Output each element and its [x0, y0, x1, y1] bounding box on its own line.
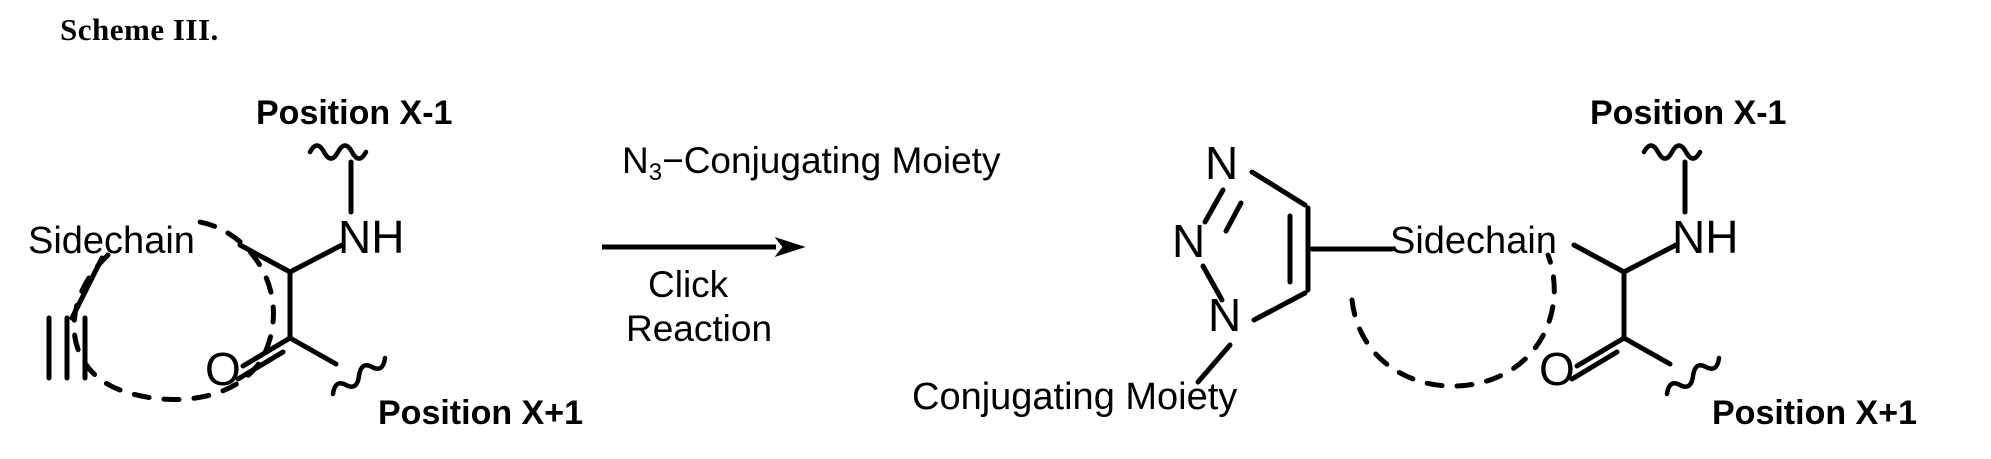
triazole-bond-nleft-ntop-a	[1202, 187, 1226, 225]
condition-line-2: Reaction	[626, 308, 773, 349]
reagent-label: N3−Conjugating Moiety	[622, 140, 1001, 185]
alkyne-stem-bond	[69, 255, 105, 321]
reactant-position-lower-label: Position X+1	[378, 394, 583, 432]
sidechain-to-alpha-bond	[237, 242, 293, 275]
alpha-to-nh-bond	[287, 242, 345, 275]
condition-line-1: Click	[648, 264, 729, 305]
reaction-arrow-group: N3−Conjugating Moiety Click Reaction	[580, 120, 1000, 350]
arrow-head	[774, 237, 806, 257]
product-structure: N N N Conjugating Moiety Sidechain NH O …	[912, 0, 1991, 459]
dashed-loop-path	[1349, 252, 1557, 389]
reagent-azide-subscript: 3	[648, 159, 663, 186]
sidechain-to-alpha-bond	[1571, 242, 1627, 275]
n1-to-conjugating-moiety-bond	[1195, 342, 1233, 385]
product-oxygen-label: O	[1539, 343, 1575, 395]
product-position-upper-label: Position X-1	[1590, 94, 1787, 132]
reagent-moiety-name: Conjugating Moiety	[683, 140, 1001, 181]
triazole-bond-ntop-c4	[1249, 169, 1308, 208]
carbonyl-double-bond-a	[240, 335, 293, 369]
reactant-nh-label: NH	[338, 211, 405, 263]
reactant-position-upper-label: Position X-1	[256, 94, 453, 132]
carbonyl-double-bond-b	[1569, 349, 1620, 382]
alpha-to-nh-bond	[1621, 242, 1679, 275]
triazole-nitrogen-top-label: N	[1205, 137, 1239, 189]
dashed-loop-path	[71, 219, 276, 402]
reactant-oxygen-label: O	[205, 343, 241, 395]
squiggle-position-upper	[1641, 143, 1703, 161]
carbonyl-to-position-bond	[1621, 335, 1673, 367]
arrow-graphic	[602, 237, 806, 257]
carbonyl-double-bond-a	[1574, 335, 1627, 369]
squiggle-position-lower	[330, 355, 388, 397]
triazole-bond-c5-nbottom	[1251, 290, 1308, 323]
page-title: Scheme III.	[60, 12, 219, 47]
product-nh-label: NH	[1672, 211, 1739, 263]
carbonyl-double-bond-b	[235, 349, 286, 382]
product-sidechain-label: Sidechain	[1390, 220, 1557, 262]
squiggle-position-upper	[307, 143, 369, 161]
triazole-nitrogen-left-label: N	[1172, 215, 1206, 267]
reagent-azide-prefix: N	[622, 140, 649, 181]
product-position-lower-label: Position X+1	[1712, 394, 1917, 432]
triazole-bond-nleft-ntop-b	[1223, 200, 1244, 234]
triazole-nitrogen-bottom-label: N	[1208, 289, 1242, 341]
reactant-structure: Sidechain NH O Position X-1 Position X+1	[0, 0, 583, 459]
reagent-dash: −	[662, 140, 684, 181]
reactant-bonds	[46, 143, 388, 402]
triazole-bond-nbottom-nleft	[1200, 263, 1225, 303]
squiggle-position-lower	[1664, 355, 1722, 397]
conjugating-moiety-label: Conjugating Moiety	[912, 376, 1238, 418]
carbonyl-to-position-bond	[287, 335, 339, 367]
product-bonds	[1195, 143, 1722, 397]
reactant-sidechain-label: Sidechain	[28, 220, 195, 262]
